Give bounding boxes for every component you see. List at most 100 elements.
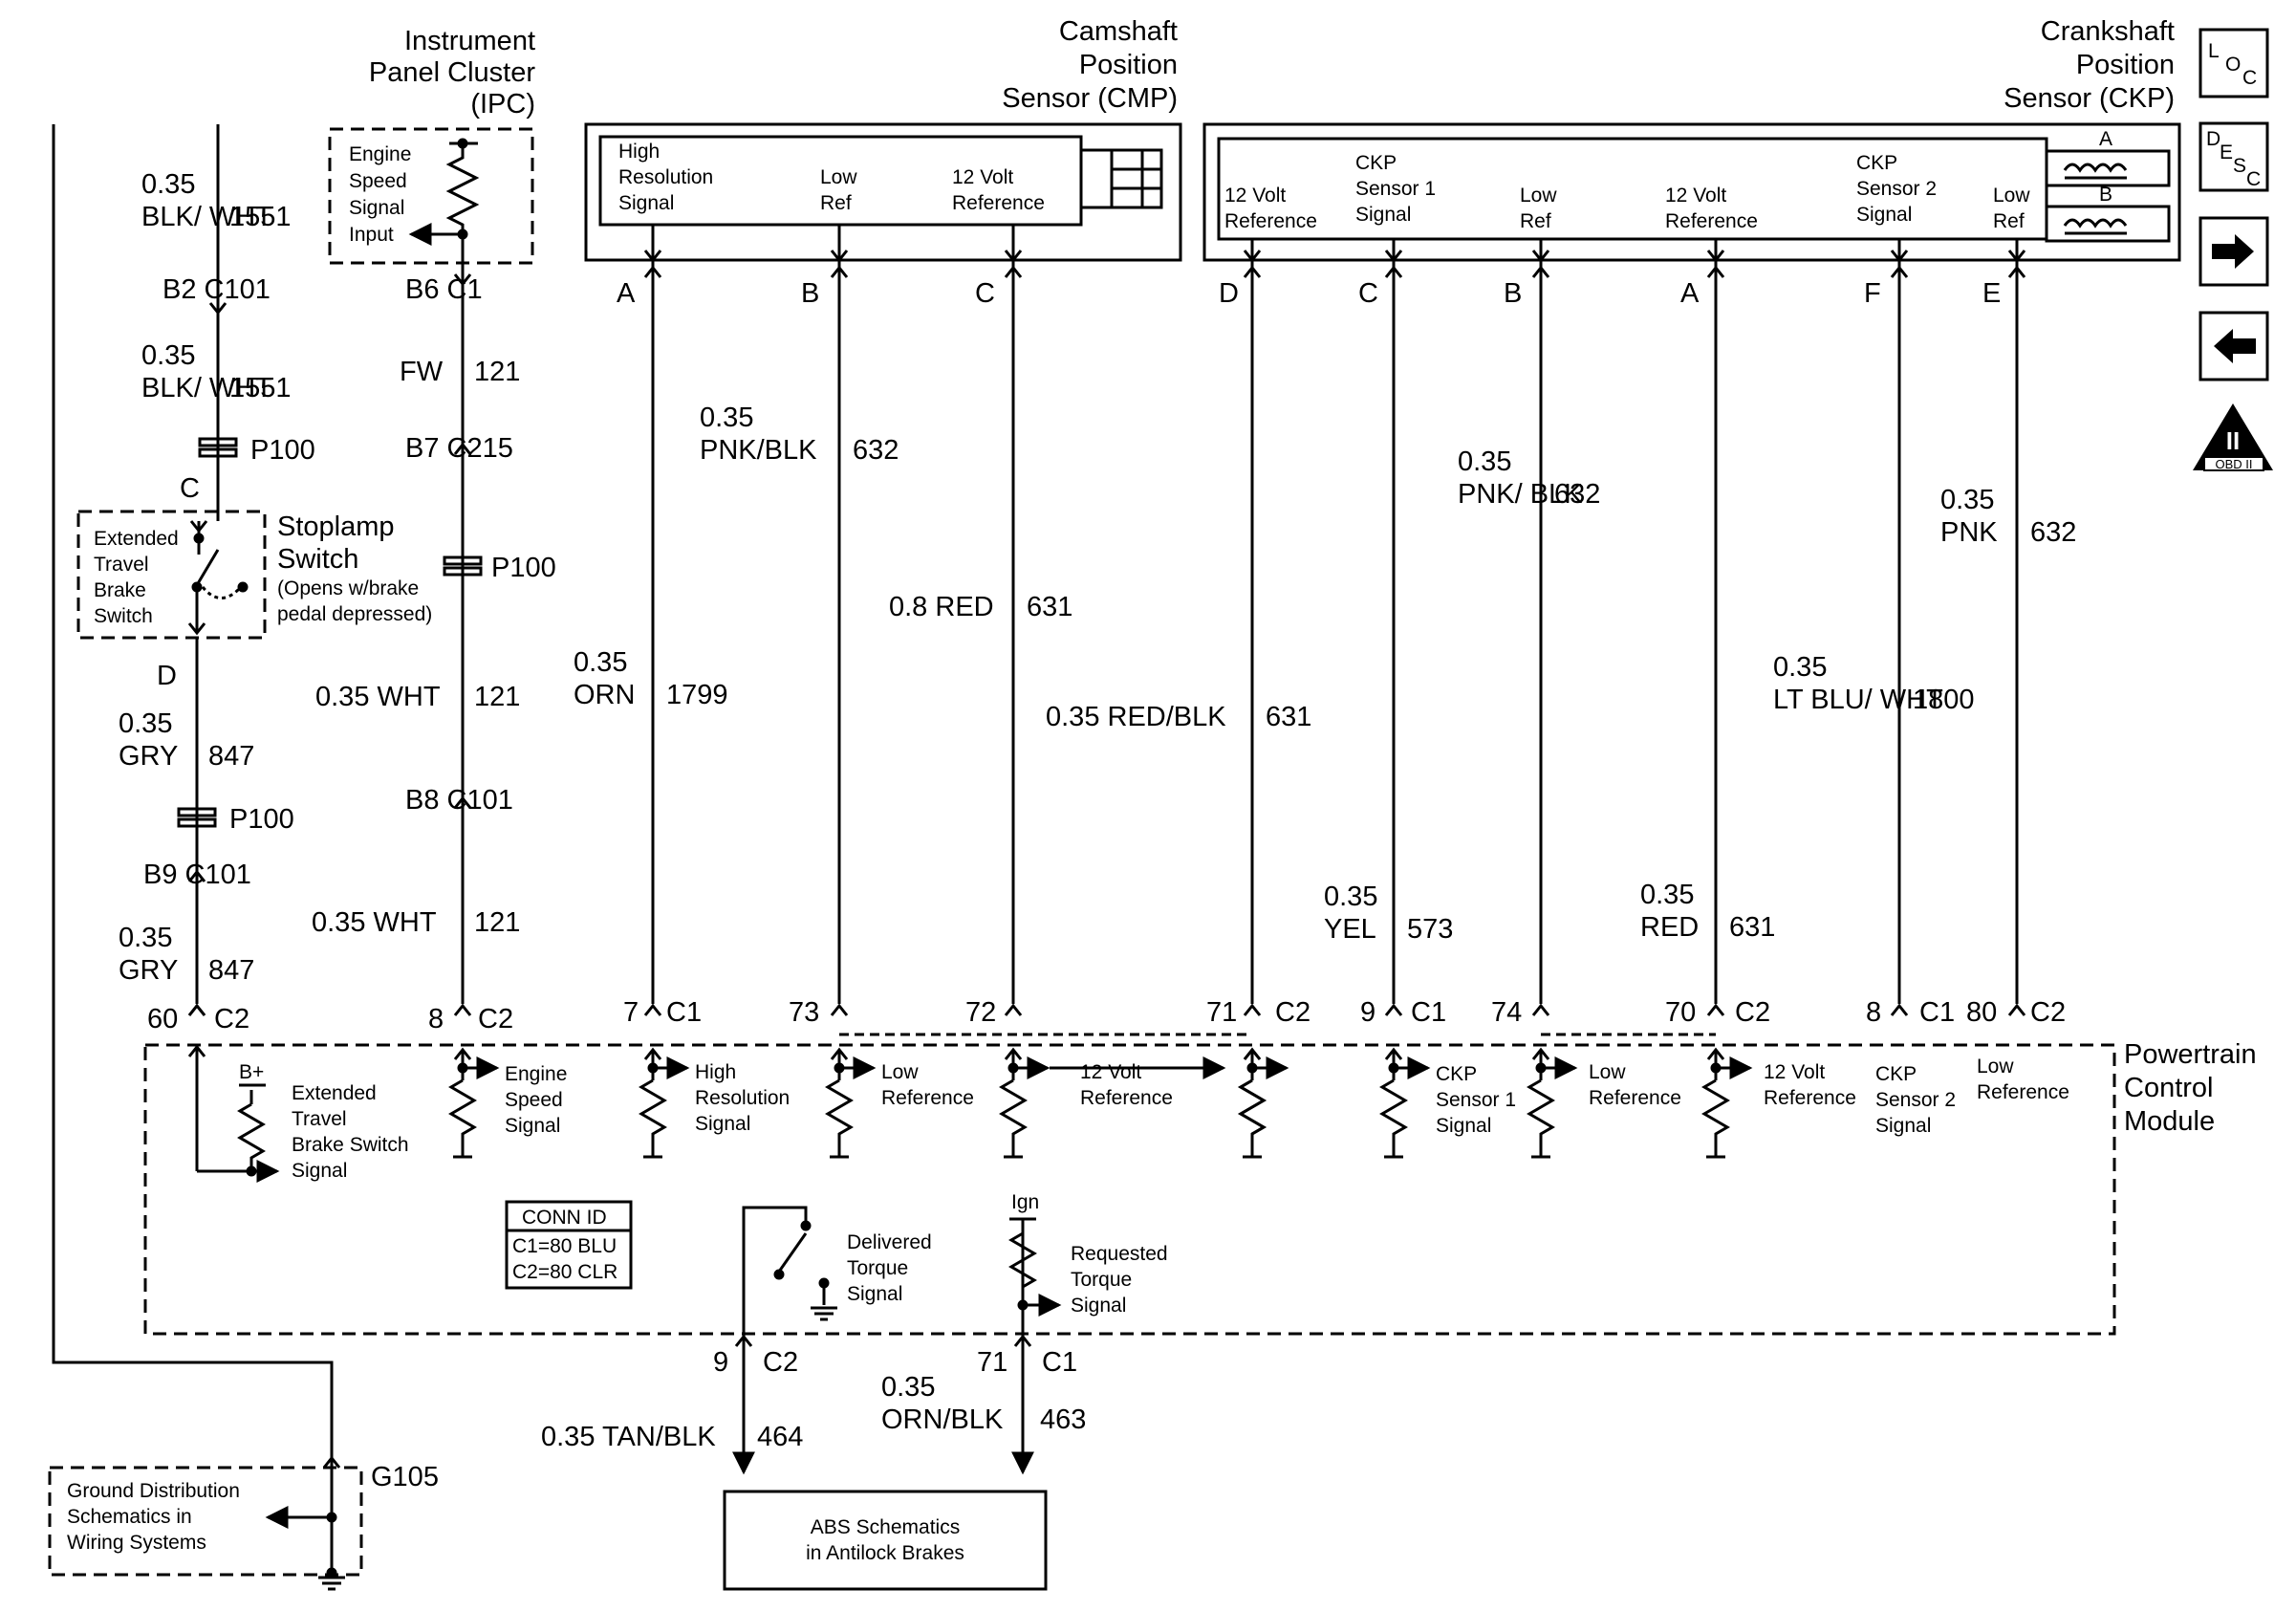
pcm-circuit-label: Signal xyxy=(1436,1115,1491,1137)
wire-circuit: 632 xyxy=(2030,517,2076,548)
prev-button[interactable] xyxy=(2199,311,2269,381)
ckp-coil-b-label: B xyxy=(2099,184,2112,206)
pcm-circuit-label: 12 Volt xyxy=(1764,1061,1825,1083)
pcm-pin: 74 xyxy=(1491,997,1522,1028)
ckp-pin-label: Signal xyxy=(1856,204,1912,226)
ground-box-label: Schematics in xyxy=(67,1506,192,1528)
wire-pin: B xyxy=(801,278,819,309)
pcm-circuit-label: Signal xyxy=(695,1113,750,1135)
wire-gauge-color: 0.35 TAN/BLK xyxy=(541,1422,716,1452)
ipc-title-3: (IPC) xyxy=(470,89,535,120)
wire-circuit: 573 xyxy=(1407,914,1453,945)
wire-gauge-color: 0.35 WHT xyxy=(315,682,441,712)
ckp-pin-label: Reference xyxy=(1665,210,1758,232)
wire-color: PNK/BLK xyxy=(700,435,817,466)
wire-connector: B9 C101 xyxy=(143,860,251,890)
pcm-pin: 7 xyxy=(623,997,639,1028)
wire-splice: P100 xyxy=(491,553,556,583)
pcm-circuit-label: Low xyxy=(881,1061,919,1083)
ckp-coil-a-label: A xyxy=(2099,128,2112,150)
wire-circuit: 464 xyxy=(757,1422,803,1452)
cmp-title-1: Camshaft xyxy=(1059,16,1178,47)
ipc-title-2: Panel Cluster xyxy=(369,57,535,88)
wire-circuit: 631 xyxy=(1266,702,1311,732)
pcm-circuit-label: Travel xyxy=(292,1108,347,1130)
wire-pin: B xyxy=(1504,278,1522,309)
obd-ii-icon[interactable] xyxy=(2193,403,2273,471)
desc-button[interactable] xyxy=(2199,121,2269,192)
pcm-circuit-label: High xyxy=(695,1061,736,1083)
pcm-conn: C1 xyxy=(1919,997,1955,1028)
pcm-circuit-label: Extended xyxy=(292,1082,377,1104)
wire-color: LT BLU/ WHT xyxy=(1773,685,1943,715)
ckp-pin-label: Signal xyxy=(1355,204,1411,226)
pcm-circuit-label: Reference xyxy=(881,1087,974,1109)
pcm-circuit-label: Signal xyxy=(292,1160,347,1182)
wire-gauge: 0.35 xyxy=(1324,882,1377,912)
wire-connector: B6 C1 xyxy=(405,274,483,305)
wire-gauge: 0.35 xyxy=(574,647,627,678)
wire-color: YEL xyxy=(1324,914,1376,945)
pcm-circuit-label: 12 Volt xyxy=(1080,1061,1141,1083)
pcm-conn: C2 xyxy=(478,1004,513,1034)
arrow-left-icon xyxy=(2214,329,2256,363)
ckp-box xyxy=(1202,122,2181,262)
svg-text:C: C xyxy=(2242,67,2257,89)
wire-circuit: 121 xyxy=(474,357,520,387)
ckp-pin-label: CKP xyxy=(1856,152,1897,174)
wire-gauge: 0.35 xyxy=(141,169,195,200)
wire-gauge: 0.35 xyxy=(700,403,753,433)
stoplamp-inner: Extended xyxy=(94,528,179,550)
stoplamp-inner: Brake xyxy=(94,579,146,601)
ground-box-label: Ground Distribution xyxy=(67,1480,240,1502)
wire-pin: D xyxy=(157,661,177,691)
pcm-circuit-label: Sensor 2 xyxy=(1875,1089,1956,1111)
pcm-title: Control xyxy=(2124,1073,2214,1103)
pcm-circuit-label: Torque xyxy=(847,1257,908,1279)
stoplamp-inner: Switch xyxy=(94,605,153,627)
conn-id-line: C1=80 BLU xyxy=(512,1235,617,1257)
pcm-conn: C2 xyxy=(1275,997,1310,1028)
wire-gauge: 0.35 xyxy=(1640,880,1694,910)
wire-color: BLK/ WHT xyxy=(141,373,272,403)
wire-circuit: 1551 xyxy=(229,202,292,232)
ckp-title-1: Crankshaft xyxy=(2041,16,2175,47)
stoplamp-inner: Travel xyxy=(94,554,149,576)
cmp-pin-label: Reference xyxy=(952,192,1045,214)
pcm-title: Powertrain xyxy=(2124,1039,2257,1070)
next-button[interactable] xyxy=(2199,216,2269,287)
wire-color: GRY xyxy=(119,741,178,772)
wire-gauge-color: 0.35 WHT xyxy=(312,907,437,938)
wire-connector: B7 C215 xyxy=(405,433,513,464)
cmp-pin-label: Ref xyxy=(820,192,852,214)
cmp-pin-label: Resolution xyxy=(618,166,713,188)
wire-gauge: 0.35 xyxy=(119,708,172,739)
wire-circuit: 121 xyxy=(474,907,520,938)
cmp-pin-label: Signal xyxy=(618,192,674,214)
wire-circuit: 631 xyxy=(1027,592,1072,622)
pcm-circuit-label: Requested xyxy=(1071,1243,1168,1265)
ipc-title-1: Instrument xyxy=(404,26,535,56)
ipc-label-4: Input xyxy=(349,224,394,246)
pcm-circuit-label: Speed xyxy=(505,1089,563,1111)
pcm-circuit-label: Low xyxy=(1589,1061,1626,1083)
pcm-pin: 8 xyxy=(1866,997,1881,1028)
ckp-title-2: Position xyxy=(2076,50,2175,80)
pcm-circuit-label: Engine xyxy=(505,1063,567,1085)
ipc-label-2: Speed xyxy=(349,170,407,192)
wire-color: ORN xyxy=(574,680,635,710)
pcm-conn: C1 xyxy=(1411,997,1446,1028)
pcm-circuit-label: Sensor 1 xyxy=(1436,1089,1516,1111)
stoplamp-title: Stoplamp xyxy=(277,512,395,542)
wire-pin: D xyxy=(1219,278,1239,309)
pcm-circuit-label: Signal xyxy=(1875,1115,1931,1137)
wire-circuit: 632 xyxy=(1554,479,1600,510)
pcm-pin: 80 xyxy=(1966,997,1997,1028)
pcm-circuit-label: Signal xyxy=(1071,1295,1126,1317)
wire-color: RED xyxy=(1640,912,1699,943)
loc-button[interactable] xyxy=(2199,28,2269,98)
arrow-right-icon xyxy=(2212,234,2254,269)
wire-pin: C xyxy=(1358,278,1378,309)
pcm-pin: 73 xyxy=(789,997,819,1028)
